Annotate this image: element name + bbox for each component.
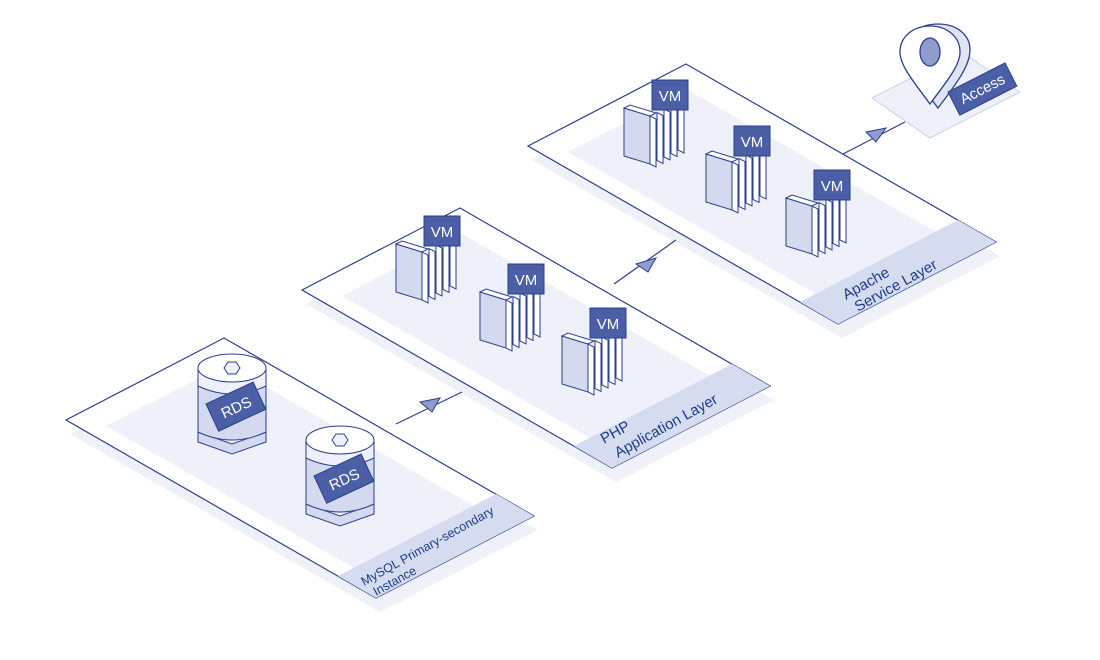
php-vm-node-3: VM bbox=[560, 307, 627, 396]
hexagon-icon bbox=[331, 433, 349, 447]
plate-label-band bbox=[800, 220, 996, 324]
vm-tag bbox=[507, 263, 545, 295]
plate-label-band bbox=[338, 494, 534, 598]
vm-top bbox=[784, 194, 820, 207]
connector-php-mysql bbox=[395, 391, 463, 425]
vm-blade bbox=[818, 201, 826, 255]
rds-base bbox=[305, 503, 375, 527]
vm-blade bbox=[811, 205, 819, 258]
rds-tag bbox=[313, 453, 375, 504]
vm-label: VM bbox=[821, 178, 844, 195]
vm-top bbox=[704, 150, 740, 163]
apache-vm-node-2: VM bbox=[704, 125, 771, 214]
apache-vm-node-1: VM bbox=[622, 79, 689, 168]
vm-label: VM bbox=[741, 134, 764, 151]
arrow-icon bbox=[418, 397, 441, 413]
vm-blade bbox=[435, 244, 443, 297]
vm-label: VM bbox=[597, 316, 620, 333]
vm-top bbox=[560, 332, 596, 345]
connector-apache-php bbox=[613, 239, 677, 285]
vm-blade bbox=[731, 161, 739, 214]
mysql-rds-node-2: RDS bbox=[305, 425, 375, 527]
vm-front bbox=[705, 153, 733, 211]
vm-blade bbox=[649, 115, 657, 168]
vm-tag bbox=[813, 169, 851, 201]
vm-blade bbox=[526, 288, 534, 342]
vm-blade bbox=[825, 198, 833, 251]
vm-top bbox=[394, 240, 430, 253]
php-vm-nodes: VM VM VM bbox=[394, 215, 627, 396]
access-marker: Access bbox=[871, 23, 1021, 139]
apache-vm-nodes: VM VM VM bbox=[622, 79, 851, 258]
vm-front bbox=[561, 335, 589, 393]
vm-blade bbox=[663, 108, 671, 161]
vm-blade bbox=[608, 332, 616, 386]
vm-tag bbox=[651, 79, 689, 111]
vm-front bbox=[623, 107, 651, 165]
vm-blade bbox=[519, 292, 527, 345]
vm-front bbox=[395, 243, 423, 301]
vm-blade bbox=[832, 194, 840, 248]
vm-front bbox=[479, 291, 507, 349]
vm-blade bbox=[752, 150, 760, 204]
rds-tag bbox=[205, 381, 267, 432]
vm-top bbox=[478, 288, 514, 301]
vm-blade bbox=[670, 104, 678, 158]
arrow-icon bbox=[634, 257, 658, 273]
vm-blade bbox=[505, 299, 513, 352]
vm-blade bbox=[512, 295, 520, 349]
vm-top bbox=[622, 104, 658, 117]
vm-blade bbox=[587, 343, 595, 396]
vm-front bbox=[785, 197, 813, 255]
connector-access-apache bbox=[842, 121, 906, 155]
vm-blade bbox=[656, 111, 664, 165]
plate-label-band bbox=[574, 364, 770, 468]
vm-label: VM bbox=[431, 224, 454, 241]
vm-blade bbox=[442, 240, 450, 294]
vm-blade bbox=[601, 336, 609, 389]
vm-blade bbox=[738, 157, 746, 211]
rds-base bbox=[197, 431, 267, 455]
vm-label: VM bbox=[659, 88, 682, 105]
php-vm-node-2: VM bbox=[478, 263, 545, 352]
hexagon-icon bbox=[223, 361, 241, 375]
vm-label: VM bbox=[515, 272, 538, 289]
vm-blade bbox=[428, 247, 436, 301]
location-pin-icon bbox=[899, 23, 971, 110]
arrow-icon bbox=[864, 127, 888, 143]
access-tag bbox=[947, 62, 1018, 116]
vm-tag bbox=[589, 307, 627, 339]
mysql-rds-node-1: RDS bbox=[197, 353, 267, 455]
vm-tag bbox=[423, 215, 461, 247]
mysql-rds-nodes: RDS RDS bbox=[197, 353, 375, 527]
php-vm-node-1: VM bbox=[394, 215, 461, 304]
vm-blade bbox=[421, 251, 429, 304]
vm-tag bbox=[733, 125, 771, 157]
vm-blade bbox=[745, 154, 753, 207]
apache-vm-node-3: VM bbox=[784, 169, 851, 258]
vm-blade bbox=[594, 339, 602, 393]
